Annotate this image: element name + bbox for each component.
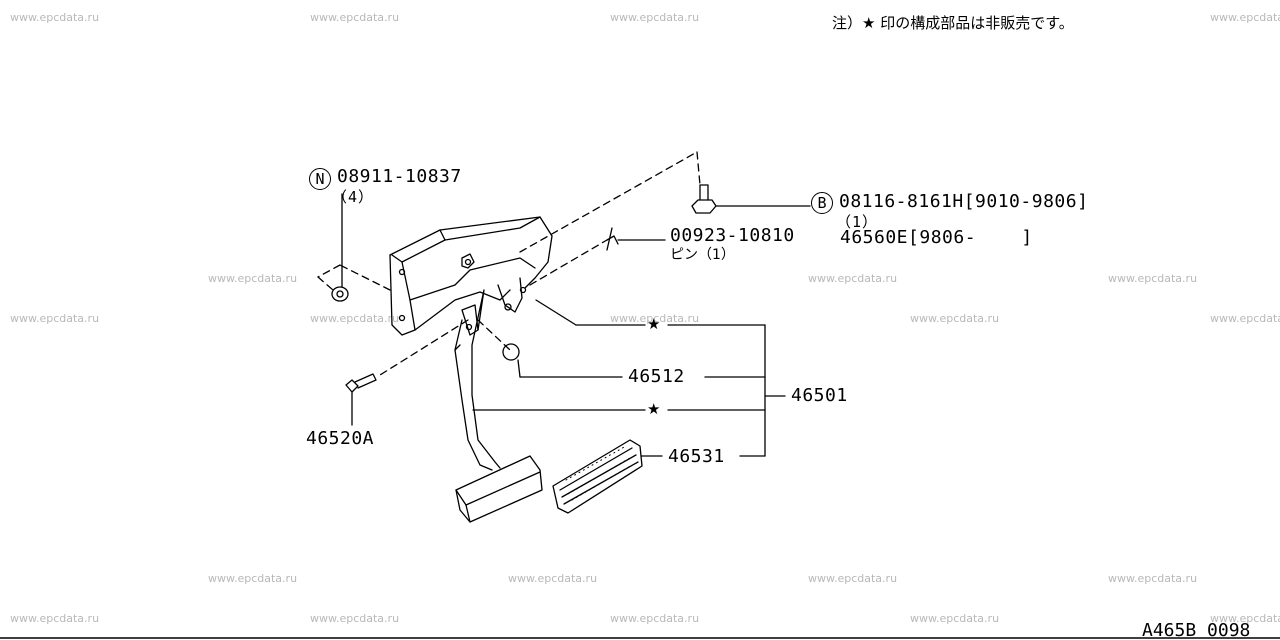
pad-part-number[interactable]: 46531: [668, 446, 725, 467]
watermark: www.epcdata.ru: [610, 11, 700, 24]
watermark: www.epcdata.ru: [310, 11, 400, 24]
pedal-pad-mounted: [455, 455, 543, 523]
pedal-bracket: [389, 216, 553, 336]
watermark: www.epcdata.ru: [910, 612, 1000, 625]
watermark: www.epcdata.ru: [310, 612, 400, 625]
nut-part: [331, 193, 349, 302]
bolt-quantity: （1）: [836, 213, 879, 231]
star-icon: ★: [647, 400, 661, 418]
watermark: www.epcdata.ru: [1210, 612, 1280, 625]
pin-part-number[interactable]: 00923-10810: [670, 225, 795, 246]
pivot-bolt: [345, 373, 377, 426]
watermark: www.epcdata.ru: [1108, 572, 1198, 585]
watermark: www.epcdata.ru: [808, 272, 898, 285]
leader-lines: [472, 299, 786, 457]
pedal-arm: [454, 289, 501, 471]
watermark: www.epcdata.ru: [508, 572, 598, 585]
watermark: www.epcdata.ru: [208, 572, 298, 585]
bushing: [502, 343, 520, 361]
nut-quantity: （4）: [332, 188, 375, 206]
watermark: www.epcdata.ru: [1210, 11, 1280, 24]
watermark: www.epcdata.ru: [610, 612, 700, 625]
star-icon: ★: [647, 315, 661, 333]
assembly-dashed-lines: [317, 151, 701, 376]
assembly-part-number[interactable]: 46501: [791, 385, 848, 406]
nut-part-number[interactable]: 08911-10837: [337, 166, 462, 187]
watermark: www.epcdata.ru: [208, 272, 298, 285]
watermark: www.epcdata.ru: [610, 312, 700, 325]
watermark: www.epcdata.ru: [10, 11, 100, 24]
bolt-part-number[interactable]: 08116-8161H[9010-9806]: [839, 191, 1089, 212]
bolt-part: [691, 184, 811, 214]
pedal-pad-part: [552, 439, 643, 514]
drawing-code: A465B 0098: [1142, 620, 1251, 640]
watermark: www.epcdata.ru: [10, 312, 100, 325]
watermark: www.epcdata.ru: [808, 572, 898, 585]
watermark: www.epcdata.ru: [1210, 312, 1280, 325]
watermark: www.epcdata.ru: [1108, 272, 1198, 285]
nut-symbol-icon: N: [309, 168, 331, 190]
pin-part: [606, 227, 666, 251]
watermark: www.epcdata.ru: [910, 312, 1000, 325]
watermark: www.epcdata.ru: [10, 612, 100, 625]
pin-description: ピン（1）: [670, 247, 735, 263]
bushing-part-number[interactable]: 46512: [628, 366, 685, 387]
bolt-symbol-icon: B: [811, 192, 833, 214]
pivot-bolt-part-number[interactable]: 46520A: [306, 428, 375, 449]
note-text: 注）★ 印の構成部品は非販売です。: [832, 14, 1074, 32]
watermark: www.epcdata.ru: [310, 312, 400, 325]
bolt-alt-part-number[interactable]: 46560E[9806- ]: [840, 227, 1033, 248]
